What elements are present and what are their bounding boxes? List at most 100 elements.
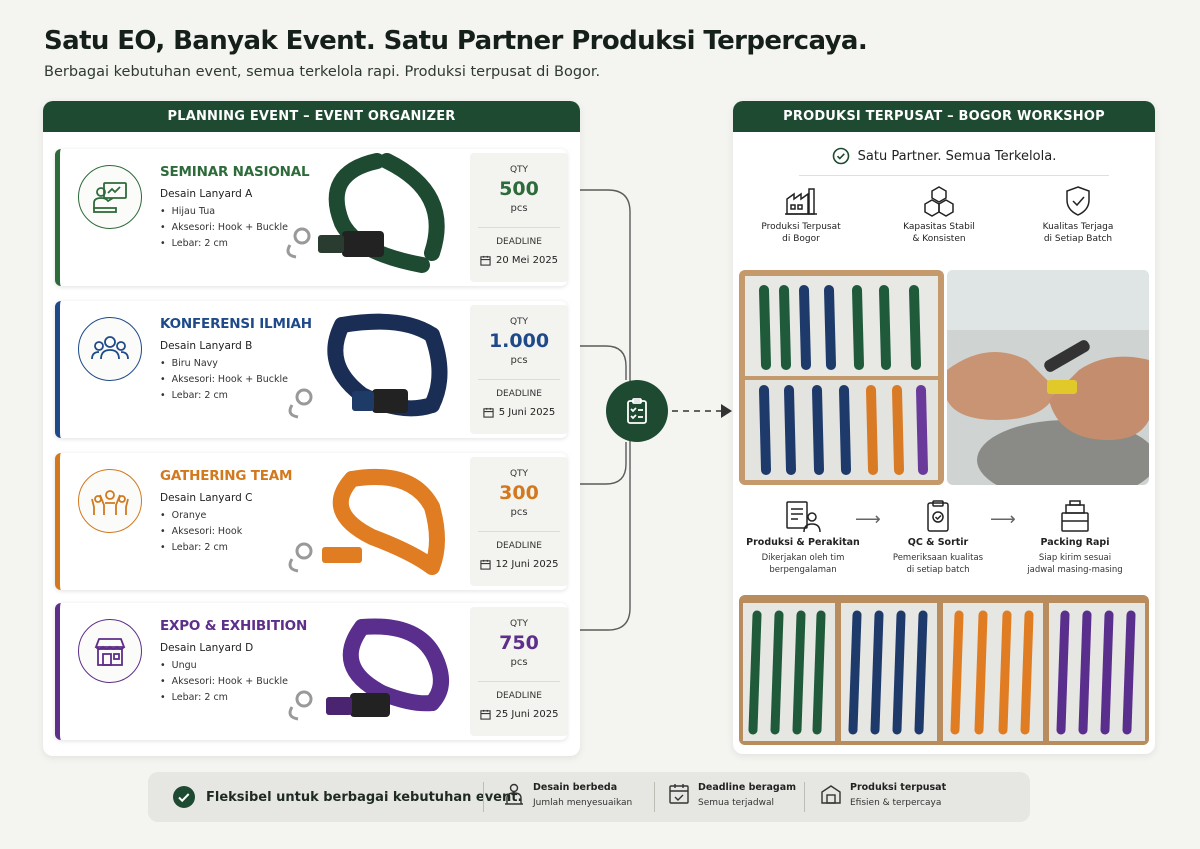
- qty-unit: pcs: [510, 657, 528, 668]
- arrow-right-icon: ⟶: [855, 509, 881, 530]
- event-card-konferensi[interactable]: KONFERENSI ILMIAH Desain Lanyard B Biru …: [55, 301, 568, 438]
- lanyard-image-green: [286, 153, 445, 273]
- event-design: Desain Lanyard C: [160, 492, 253, 504]
- packing-icon: [1061, 500, 1089, 532]
- spec-accessory: Aksesori: Hook + Buckle: [160, 676, 288, 687]
- qty-label: QTY: [509, 317, 529, 327]
- calendar-icon: [480, 255, 491, 266]
- bottom-summary-bar: Fleksibel untuk berbagai kebutuhan event…: [148, 772, 1030, 822]
- event-card-gathering[interactable]: GATHERING TEAM Desain Lanyard C Oranye A…: [55, 453, 568, 590]
- spec-width: Lebar: 2 cm: [160, 390, 288, 401]
- spec-accessory: Aksesori: Hook + Buckle: [160, 374, 288, 385]
- people-icon: [505, 783, 523, 805]
- qty-deadline-box: QTY 500 pcs DEADLINE 20 Mei 2025: [470, 153, 568, 282]
- photo-assembly-hands: [947, 270, 1149, 485]
- event-design: Desain Lanyard B: [160, 340, 253, 352]
- bottom-item-sub: Semua terjadwal: [698, 798, 774, 808]
- calendar-icon: [483, 407, 494, 418]
- deadline-label: DEADLINE: [496, 237, 542, 247]
- deadline-label: DEADLINE: [496, 389, 542, 399]
- qty-label: QTY: [509, 469, 529, 479]
- spec-accessory: Aksesori: Hook: [160, 526, 243, 537]
- qty-deadline-box: QTY 750 pcs DEADLINE 25 Juni 2025: [470, 607, 568, 736]
- cheering-team-icon: [78, 469, 142, 533]
- event-name: KONFERENSI ILMIAH: [160, 316, 312, 332]
- qty-deadline-box: QTY 1.000 pcs DEADLINE 5 Juni 2025: [470, 305, 568, 434]
- bottom-item-sub: Jumlah menyesuaikan: [533, 798, 633, 808]
- event-specs: Hijau Tua Aksesori: Hook + Buckle Lebar:…: [160, 206, 288, 254]
- check-circle-filled-icon: [173, 786, 195, 808]
- produksi-terpusat-panel: PRODUKSI TERPUSAT – BOGOR WORKSHOP Satu …: [733, 101, 1155, 754]
- calendar-check-icon: [669, 784, 689, 804]
- deadline-date: 12 Juni 2025: [495, 559, 559, 570]
- qty-value: 300: [499, 482, 539, 504]
- page-subtitle: Berbagai kebutuhan event, semua terkelol…: [44, 64, 601, 80]
- tagline-text: Satu Partner. Semua Terkelola.: [857, 148, 1057, 164]
- shield-check-icon: [1066, 186, 1090, 216]
- qc-clipboard-icon: [927, 500, 949, 532]
- divider: [483, 782, 484, 812]
- booth-icon: [78, 619, 142, 683]
- event-specs: Biru Navy Aksesori: Hook + Buckle Lebar:…: [160, 358, 288, 406]
- step-title: Produksi & Perakitan: [746, 537, 860, 548]
- qty-value: 500: [499, 178, 539, 200]
- presenter-icon: [78, 165, 142, 229]
- deadline-label: DEADLINE: [496, 691, 542, 701]
- lanyard-image-navy: [288, 313, 448, 419]
- deadline-row: 20 Mei 2025: [470, 255, 568, 266]
- planning-panel-header: PLANNING EVENT – EVENT ORGANIZER: [43, 101, 580, 132]
- event-specs: Oranye Aksesori: Hook Lebar: 2 cm: [160, 510, 243, 558]
- deadline-date: 5 Juni 2025: [498, 407, 556, 418]
- bottom-main-text: Fleksibel untuk berbagai kebutuhan event…: [206, 789, 523, 805]
- divider: [478, 681, 560, 682]
- clipboard-checklist-icon: [606, 380, 668, 442]
- step-produksi: Produksi & Perakitan Dikerjakan oleh tim…: [743, 499, 863, 576]
- planning-event-panel: PLANNING EVENT – EVENT ORGANIZER SEMINAR…: [43, 101, 580, 756]
- qty-label: QTY: [509, 165, 529, 175]
- event-card-expo[interactable]: EXPO & EXHIBITION Desain Lanyard D Ungu …: [55, 603, 568, 740]
- event-design: Desain Lanyard A: [160, 188, 253, 200]
- deadline-row: 25 Juni 2025: [470, 709, 568, 720]
- spec-color: Biru Navy: [160, 358, 288, 369]
- qty-deadline-box: QTY 300 pcs DEADLINE 12 Juni 2025: [470, 457, 568, 586]
- divider: [478, 227, 560, 228]
- spec-width: Lebar: 2 cm: [160, 238, 288, 249]
- bottom-item-title: Deadline beragam: [698, 782, 797, 793]
- worker-icon: [786, 501, 821, 533]
- divider: [804, 782, 805, 812]
- divider: [654, 782, 655, 812]
- boxes-icon: [924, 186, 954, 217]
- qty-unit: pcs: [510, 203, 528, 214]
- calendar-icon: [479, 709, 491, 720]
- feature-kapasitas: Kapasitas Stabil& Konsisten: [879, 185, 999, 245]
- qty-value: 750: [499, 632, 539, 654]
- spec-color: Ungu: [160, 660, 288, 671]
- event-name: SEMINAR NASIONAL: [160, 164, 310, 180]
- qty-value: 1.000: [488, 330, 550, 352]
- produksi-panel-header: PRODUKSI TERPUSAT – BOGOR WORKSHOP: [733, 101, 1155, 132]
- lanyard-image-purple: [288, 618, 449, 721]
- bottom-item-sub: Efisien & terpercaya: [850, 798, 942, 808]
- divider: [478, 379, 560, 380]
- arrow-right-icon: ⟶: [990, 509, 1016, 530]
- photo-packed-boxes: [739, 595, 1149, 745]
- tagline: Satu Partner. Semua Terkelola.: [733, 147, 1155, 165]
- deadline-date: 25 Juni 2025: [495, 709, 559, 720]
- event-name: GATHERING TEAM: [160, 468, 293, 484]
- lanyard-image-orange: [288, 468, 445, 575]
- calendar-icon: [479, 559, 491, 570]
- event-card-seminar[interactable]: SEMINAR NASIONAL Desain Lanyard A Hijau …: [55, 149, 568, 286]
- divider: [799, 175, 1109, 176]
- deadline-date: 20 Mei 2025: [495, 255, 559, 266]
- group-icon: [78, 317, 142, 381]
